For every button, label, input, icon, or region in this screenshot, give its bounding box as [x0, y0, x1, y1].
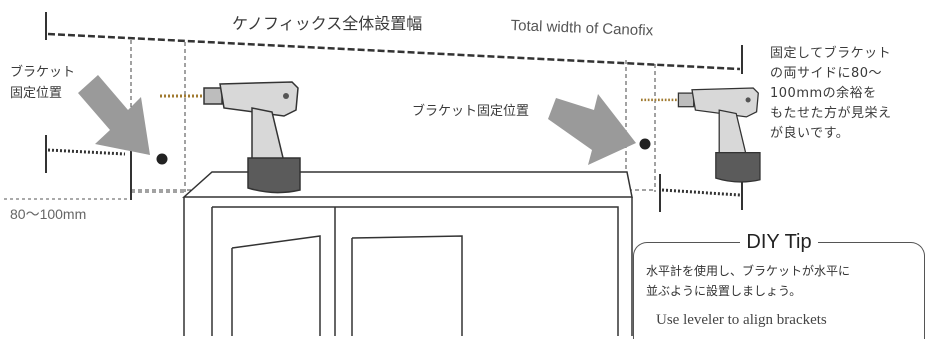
diy-tip-title-text: DIY Tip: [740, 231, 818, 253]
total-width-line: [45, 12, 743, 74]
diy-tip-title: DIY Tip: [634, 231, 924, 254]
arrow-icon: [78, 75, 150, 155]
diy-tip-english: Use leveler to align brackets: [656, 312, 827, 328]
drill-icon: [160, 81, 301, 194]
drill-icon: [641, 87, 761, 183]
note-line: の両サイドに80～: [770, 66, 883, 81]
left-bracket-label-line: 固定位置: [10, 86, 63, 101]
middle-bracket-label: ブラケット固定位置: [412, 104, 530, 119]
door-frame: [182, 171, 633, 336]
note-line: 100mmの余裕を: [770, 86, 877, 101]
bracket-dot-icon: [639, 138, 651, 150]
note-line: が良いです。: [770, 126, 850, 141]
total-width-label-jp: ケノフィックス全体設置幅: [232, 14, 423, 33]
diy-tip-line: 水平計を使用し、ブラケットが水平に: [646, 264, 851, 278]
diy-tip-box: DIY Tip 水平計を使用し、ブラケットが水平に 並ぶように設置しましょう。 …: [633, 231, 925, 339]
bracket-dot-icon: [156, 153, 168, 165]
diy-tip-line: 並ぶように設置しましょう。: [646, 284, 802, 298]
left-bracket-label: ブラケット 固定位置: [10, 62, 75, 104]
right-side-note: 固定してブラケット の両サイドに80～ 100mmの余裕を もたせた方が見栄え …: [770, 44, 892, 144]
left-bracket-label-line: ブラケット: [10, 65, 76, 80]
note-line: 固定してブラケット: [770, 46, 892, 61]
note-line: もたせた方が見栄え: [770, 106, 892, 121]
margin-measure-label: 80～100mm: [10, 206, 87, 222]
arrow-icon: [548, 94, 636, 165]
right-margin-measure: [659, 174, 743, 212]
